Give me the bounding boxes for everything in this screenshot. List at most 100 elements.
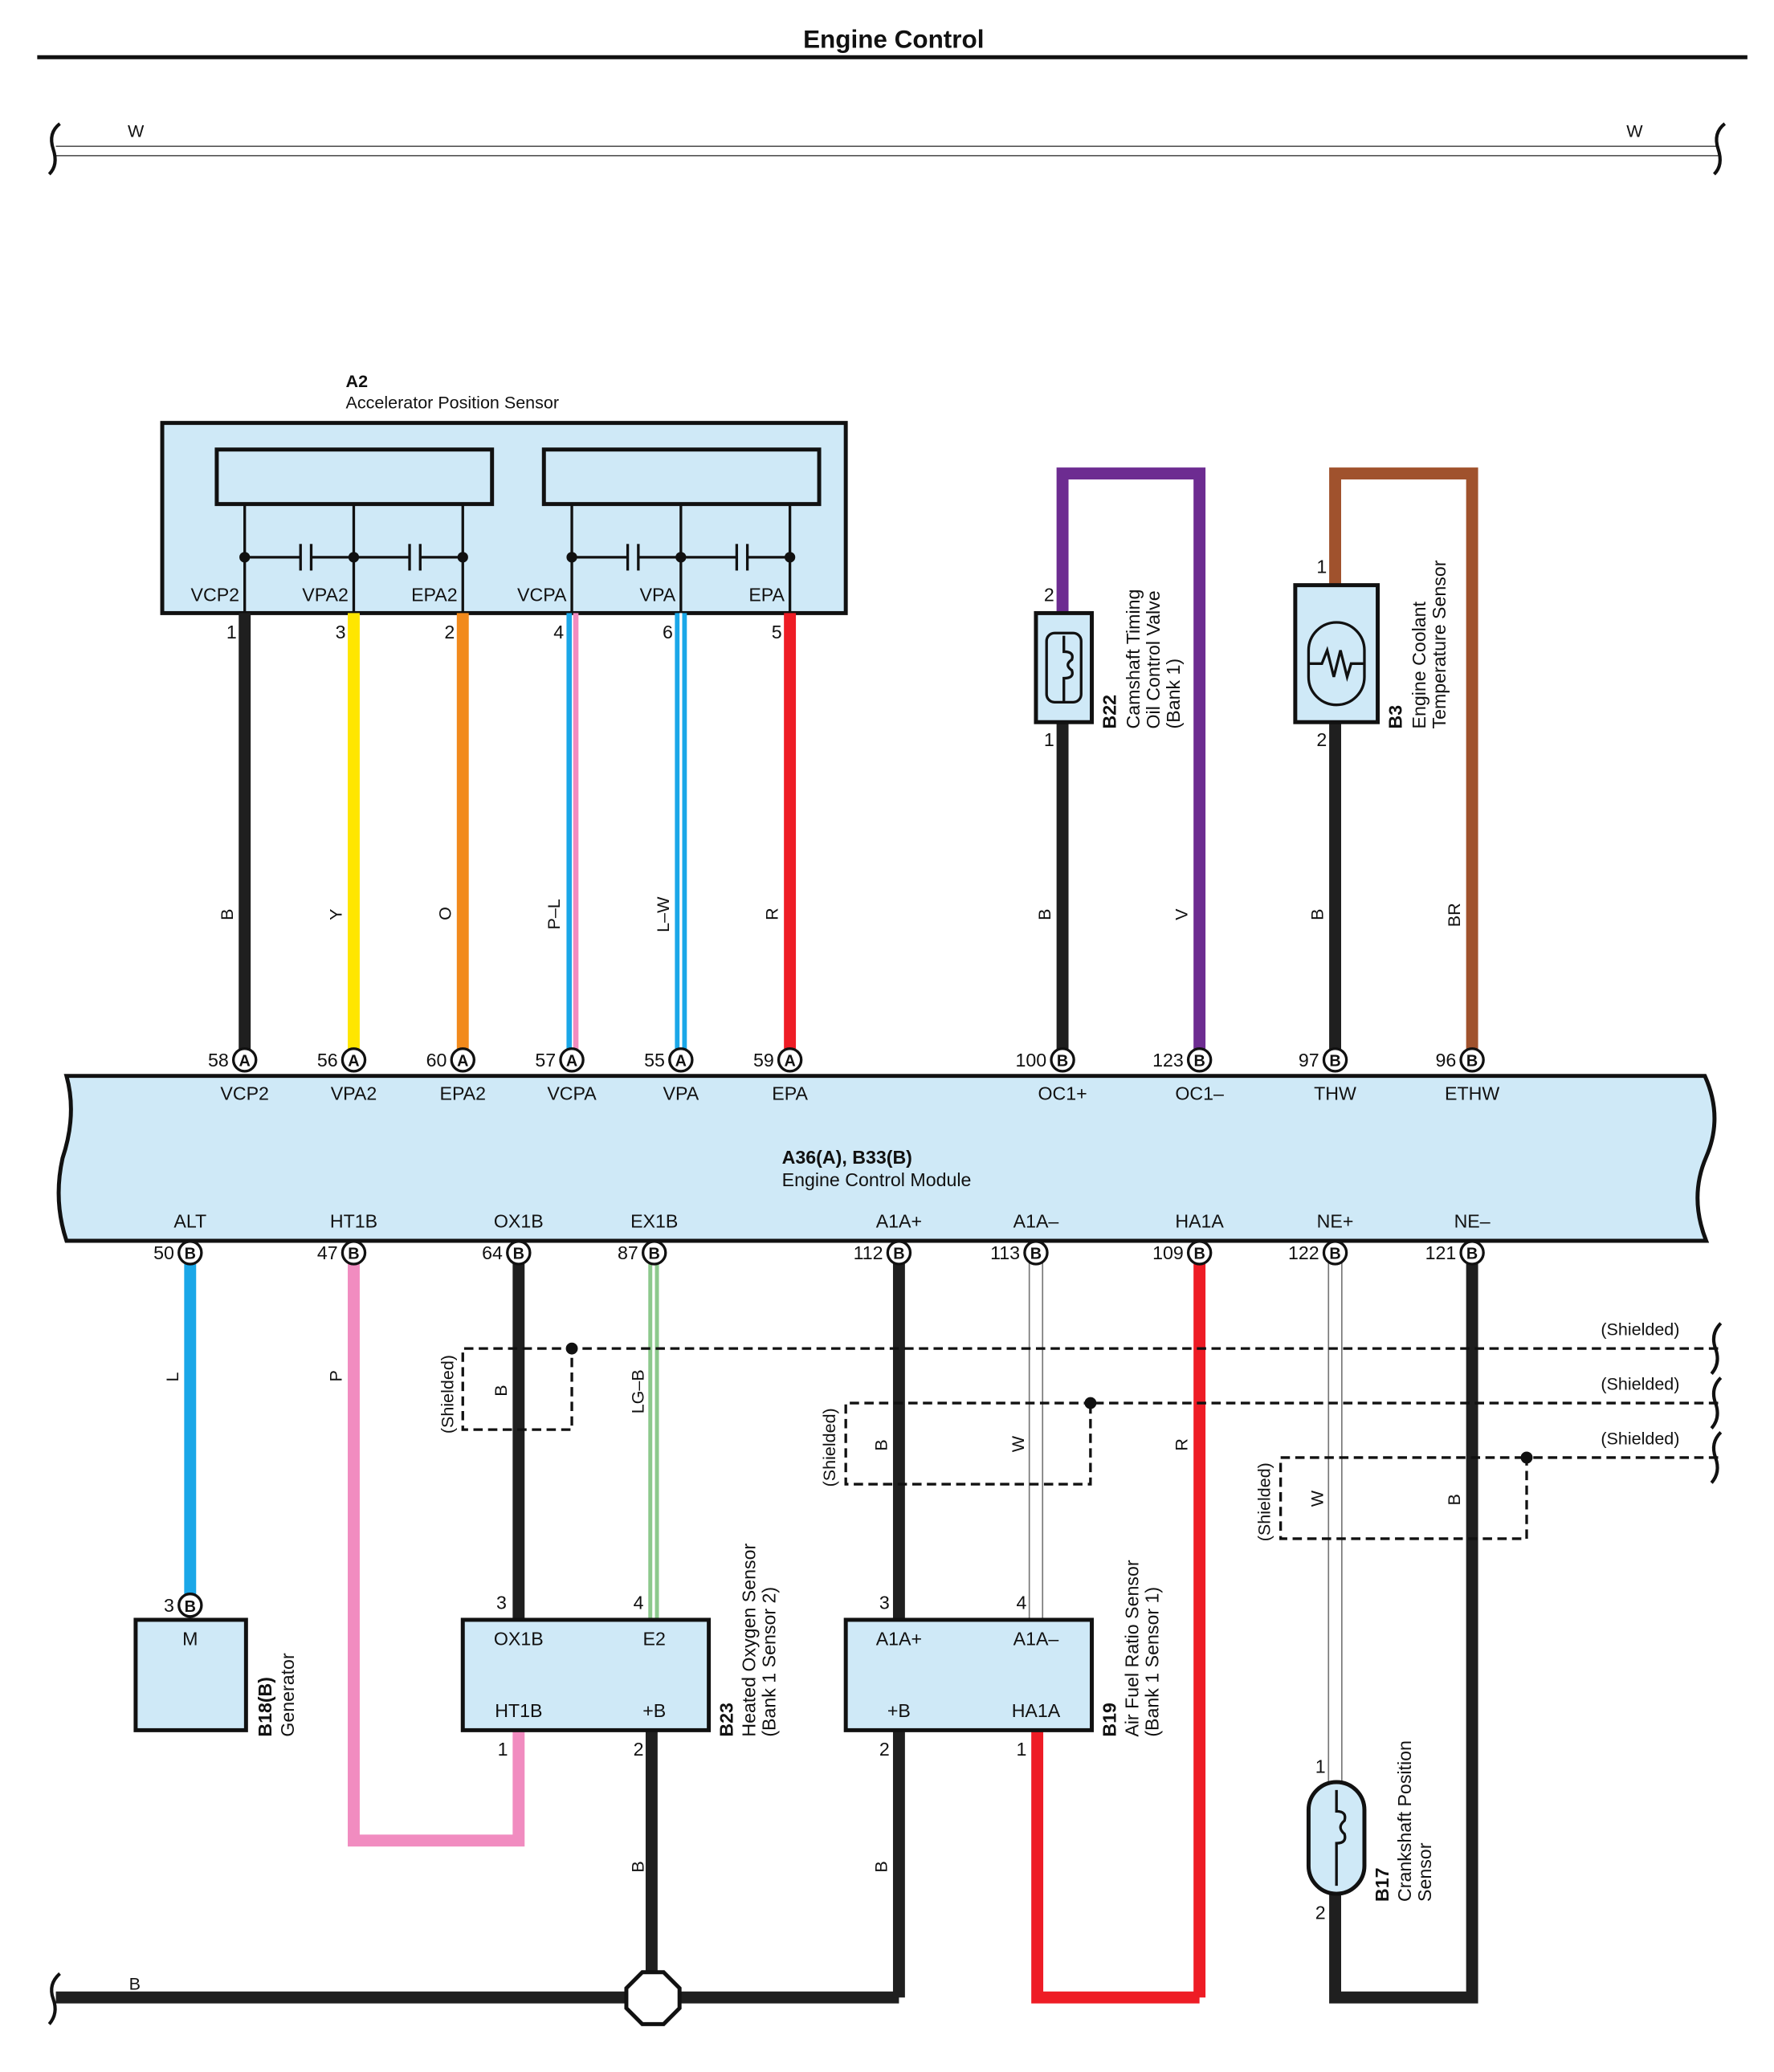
b22-code: B22 [1099,695,1119,729]
ecm-pin-number: 96 [1435,1050,1456,1071]
ecm-pin-ox1b: B 64 OX1B [482,1210,544,1266]
wire-label-ox1b: B [491,1385,511,1396]
ecm-terminal-label: ALT [173,1210,206,1231]
b18-terminal: M [182,1628,198,1649]
shield-junction-2 [1084,1397,1097,1409]
ecm-pin-number: 55 [644,1050,665,1071]
shield-junction-3 [1520,1451,1533,1464]
generator: B 3 M B18(B) Generator [133,1593,298,1737]
b18-name: Generator [277,1653,298,1737]
ecm-pin-number: 64 [482,1242,503,1263]
ecm-connector-letter: B [185,1245,196,1262]
ecm-terminal-label: ETHW [1445,1083,1499,1103]
b19-line2: (Bank 1 Sensor 1) [1141,1587,1162,1737]
b19-code: B19 [1099,1703,1119,1737]
ecm-connector-letter: A [457,1052,468,1070]
ecm-terminal-label: OC1– [1175,1083,1224,1103]
b19-term-b: +B [887,1700,911,1721]
ecm-connector-letter: B [348,1245,359,1262]
ecm-connector-letter: A [239,1052,251,1070]
ecm-connector-letter: A [566,1052,577,1070]
ecm-connector-letter: B [1193,1052,1205,1070]
ecm-name: Engine Control Module [782,1169,972,1190]
ecm-connector-letter: B [1329,1052,1340,1070]
ecm-terminal-label: VCPA [547,1083,597,1103]
shield-label-2: (Shielded) [1601,1374,1679,1393]
shield-label-1: (Shielded) [1601,1320,1679,1340]
top-w-wire: W W [47,122,1727,176]
shield-junction-1 [565,1342,578,1355]
a2-pin-4: 4 [553,622,564,642]
b17-line2: Sensor [1414,1842,1435,1902]
ecm-connector-letter: B [1466,1052,1478,1070]
b18-pin: 3 [164,1595,174,1616]
b22-line3: (Bank 1) [1163,659,1184,729]
ecm-terminal-label: EPA [772,1083,808,1103]
a2-pin-6: 6 [663,622,673,642]
b17-line1: Crankshaft Position [1394,1740,1415,1902]
lower-wires [47,1252,1478,2026]
b23-pin-3: 3 [496,1593,507,1613]
ecm-connector-letter: B [513,1245,524,1262]
ecm-terminal-label: VCP2 [220,1083,269,1103]
ecm-terminal-label: OX1B [494,1210,544,1231]
ecm-connector-letter: B [1466,1245,1478,1262]
pickup-coil-icon [1335,1789,1347,1886]
wire-label-oc1-plus: B [1035,909,1054,920]
heated-oxygen-sensor: OX1B E2 HT1B +B 3 4 1 2 B23 Heated Oxyge… [460,1544,779,1760]
crankshaft-position-sensor: 1 2 B17 Crankshaft Position Sensor [1306,1740,1435,1923]
top-wire-label-right: W [1626,122,1643,141]
wire-label-b23-ground: B [628,1861,647,1872]
a2-terminal-vpa2: VPA2 [302,585,349,606]
wire-label-thw: B [1308,909,1327,920]
ecm-pin-number: 50 [153,1242,174,1263]
ecm-terminal-label: A1A+ [876,1210,922,1231]
ground-splice-icon [624,1970,682,2026]
b23-term-e2: E2 [643,1628,666,1649]
wire-label-epa2: O [435,907,455,920]
b23-pin-4: 4 [634,1593,644,1613]
b23-term-b: +B [642,1700,666,1721]
a2-terminal-vcp2: VCP2 [191,585,240,606]
wire-label-ht1b: P [327,1370,346,1381]
b23-term-ox1b: OX1B [494,1628,544,1649]
shield-label-v1: (Shielded) [438,1355,458,1434]
upper-wires [239,467,1478,1060]
b19-term-ha1a: HA1A [1012,1700,1061,1721]
ecm-connector-letter: B [1030,1245,1042,1262]
ecm-connector-letter: A [348,1052,359,1070]
b19-pin-3: 3 [879,1593,890,1613]
ecm-pin-alt: B 50 ALT [153,1210,206,1266]
ecm-terminal-label: EX1B [630,1210,678,1231]
ecm-pin-number: 58 [208,1050,229,1071]
ecm-terminal-label: NE– [1454,1210,1491,1231]
ecm-pin-number: 47 [317,1242,338,1263]
wire-label-epa: R [763,908,782,920]
b18-code: B18(B) [255,1677,275,1737]
wire-label-ha1a: R [1172,1438,1192,1451]
b22-line1: Camshaft Timing [1123,589,1144,729]
wire-label-vpa: L–W [654,896,673,932]
wire-label-ne-plus: W [1308,1490,1327,1507]
thermistor-icon [1308,646,1364,683]
a2-terminal-vcpa: VCPA [517,585,567,606]
ecm-terminal-label: VPA [663,1083,699,1103]
ground-bus-label: B [129,1974,141,1993]
ecm-pin-number: 123 [1152,1050,1184,1071]
top-wire-label-left: W [128,122,145,141]
shield-label-3: (Shielded) [1601,1429,1679,1448]
wire-label-a1a-minus: W [1009,1435,1028,1452]
ecm-connector-letter: B [893,1245,904,1262]
b17-pin-top: 1 [1315,1756,1326,1776]
ecm-pin-number: 109 [1152,1242,1184,1263]
accelerator-position-sensor: A2 Accelerator Position Sensor VCP21VPA2… [160,372,848,642]
